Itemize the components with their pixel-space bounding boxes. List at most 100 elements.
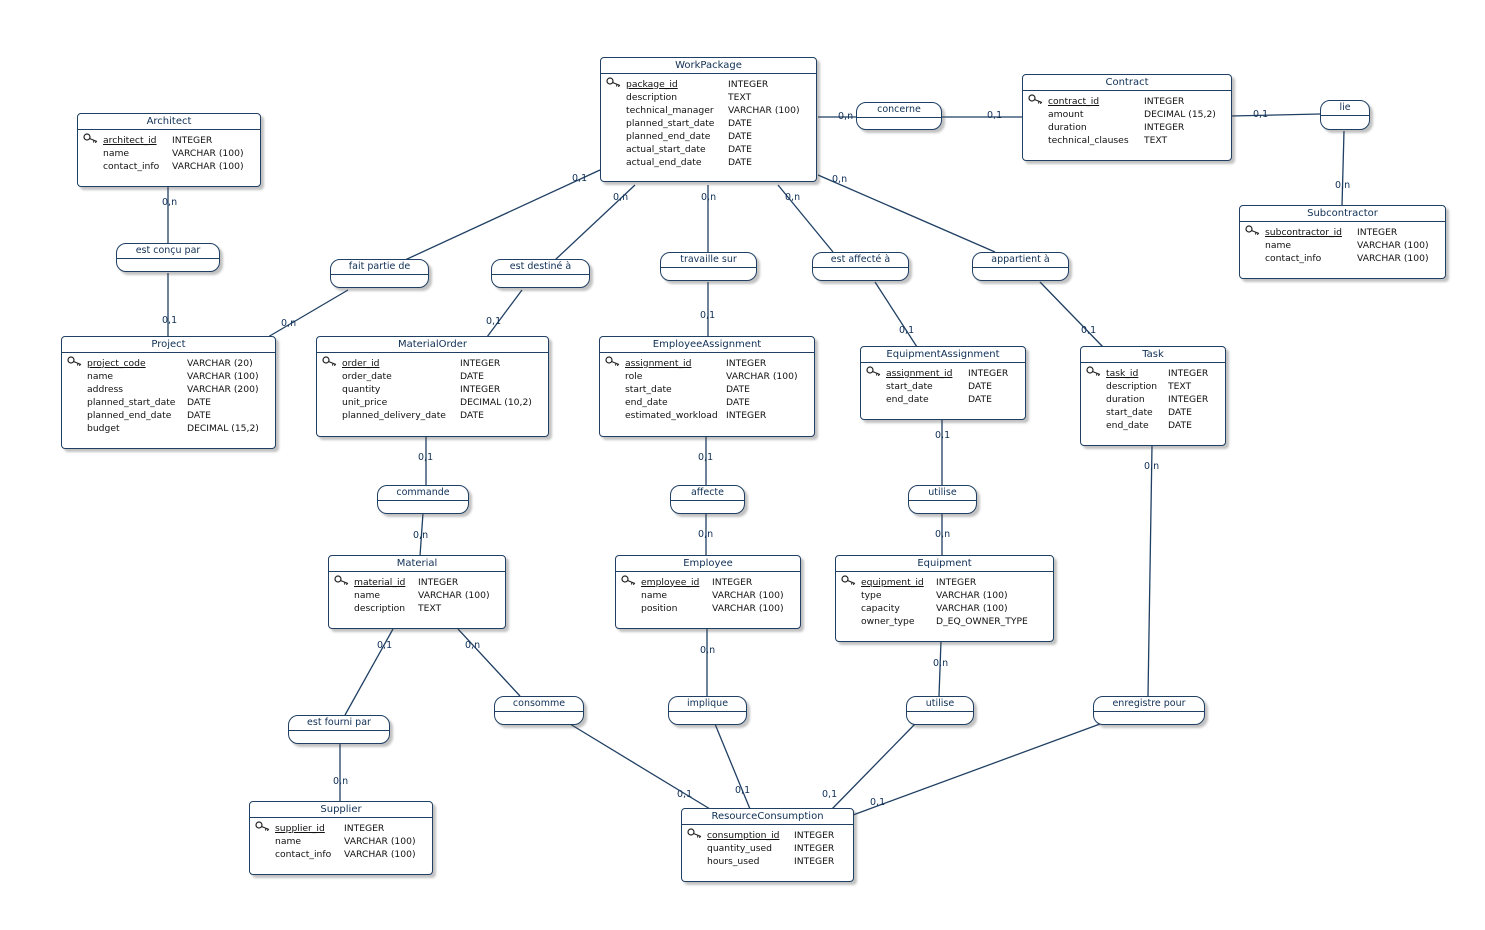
attribute-spacer (601, 117, 626, 130)
assoc-implique[interactable]: implique (668, 696, 747, 725)
assoc-est-concu-par[interactable]: est conçu par (116, 243, 220, 272)
assoc-affecte-label: affecte (671, 486, 744, 501)
attribute-spacer (836, 589, 861, 602)
card-rc-enregistre: 0,1 (870, 797, 886, 808)
assoc-consomme-label: consomme (495, 697, 583, 712)
primary-key-name: supplier_id (275, 822, 325, 834)
card-wp-fait: 0,1 (572, 173, 588, 184)
attribute-type: INTEGER (794, 856, 835, 867)
attribute-type: INTEGER (712, 576, 753, 588)
link-consomme-rc (569, 723, 711, 810)
attribute-type: INTEGER (726, 357, 767, 369)
link-wp-affecte (777, 184, 834, 253)
assoc-commande[interactable]: commande (377, 485, 469, 514)
assoc-est-fourni-par[interactable]: est fourni par (288, 715, 390, 744)
attribute-spacer (1240, 239, 1265, 252)
attribute-spacer (317, 409, 342, 422)
link-destine-mo (486, 289, 523, 338)
attribute-spacer (600, 396, 625, 409)
attribute-name: owner_type (861, 616, 915, 627)
assoc-concerne-label: concerne (857, 103, 941, 118)
card-mat-commande: 0,n (413, 530, 429, 541)
attribute-spacer (1081, 406, 1106, 419)
assoc-est-destine-a[interactable]: est destiné à (491, 259, 590, 288)
card-contract-concerne: 0,1 (987, 110, 1003, 121)
attribute-type: DATE (728, 118, 752, 129)
attribute-spacer (861, 393, 886, 406)
assoc-fait-partie-de[interactable]: fait partie de (330, 259, 429, 288)
entity-title: Task (1081, 347, 1225, 363)
attribute-spacer (317, 396, 342, 409)
card-sub-lie: 0,n (1335, 180, 1351, 191)
attribute-type: INTEGER (1144, 122, 1185, 133)
link-task-enregistre (1147, 445, 1153, 697)
assoc-commande-label: commande (378, 486, 468, 501)
attribute-spacer (329, 602, 354, 615)
assoc-appartient-a[interactable]: appartient à (972, 252, 1069, 281)
primary-key-name: material_id (354, 576, 406, 588)
assoc-affecte[interactable]: affecte (670, 485, 745, 514)
primary-key-icon (329, 575, 354, 589)
attribute-type: TEXT (418, 603, 442, 614)
assoc-enregistre-pour[interactable]: enregistre pour (1093, 696, 1205, 725)
card-contract-lie: 0,1 (1253, 109, 1269, 120)
assoc-utilise-2[interactable]: utilise (906, 696, 974, 725)
attribute-name: name (1265, 240, 1292, 251)
primary-key-name: contract_id (1048, 95, 1100, 107)
attribute-type: INTEGER (1168, 367, 1209, 379)
assoc-est-affecte-a[interactable]: est affecté à (812, 252, 909, 281)
assoc-travaille-sur[interactable]: travaille sur (660, 252, 757, 281)
assoc-concerne[interactable]: concerne (856, 102, 942, 130)
card-emp-affecte: 0,n (698, 529, 714, 540)
card-eqa-utilise: 0,1 (935, 430, 951, 441)
card-sup-fourni: 0,n (333, 776, 349, 787)
attribute-spacer (1023, 121, 1048, 134)
attribute-name: actual_start_date (626, 144, 706, 155)
assoc-consomme[interactable]: consomme (494, 696, 584, 725)
attribute-type: VARCHAR (100) (936, 603, 1008, 614)
entity-title: Supplier (250, 802, 432, 818)
attribute-spacer (600, 370, 625, 383)
attribute-name: description (626, 92, 678, 103)
assoc-implique-label: implique (669, 697, 746, 712)
primary-key-name: assignment_id (886, 367, 953, 379)
link-contract-lie (1230, 113, 1321, 117)
assoc-lie[interactable]: lie (1320, 100, 1370, 130)
assoc-utilise-1[interactable]: utilise (908, 485, 977, 514)
attribute-type: DATE (728, 131, 752, 142)
attribute-spacer (682, 842, 707, 855)
attribute-name: technical_clauses (1048, 135, 1129, 146)
